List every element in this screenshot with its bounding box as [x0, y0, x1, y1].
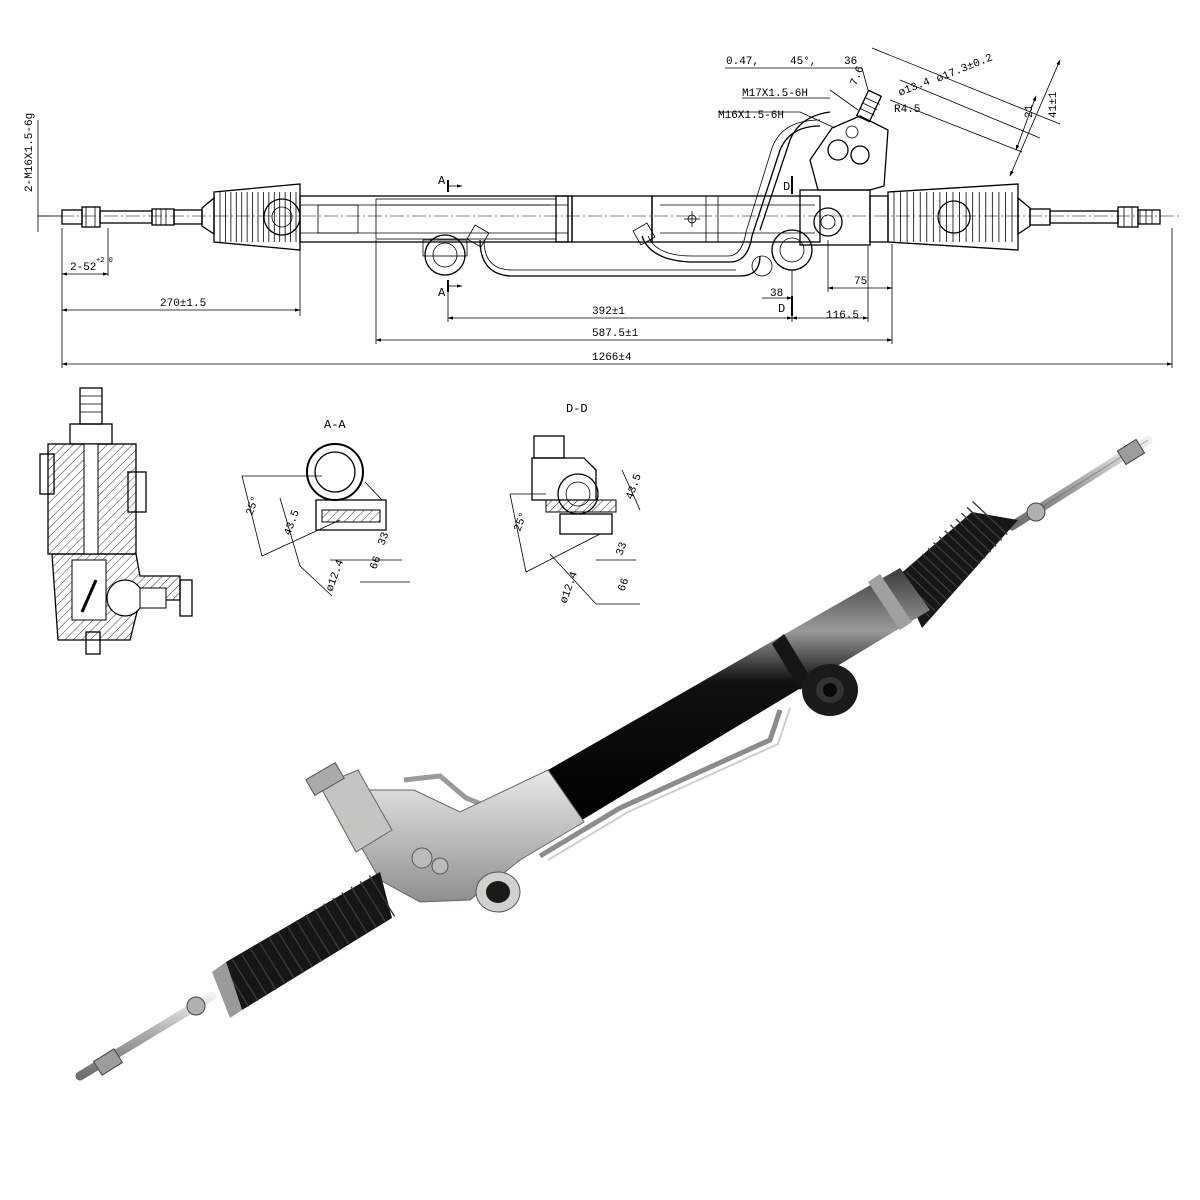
section-aa-width-66: 66: [368, 555, 384, 572]
section-marks: A A D D: [438, 174, 793, 316]
dim-diameter-13: ø13.4: [897, 76, 932, 100]
dim-length-270: 270±1.5: [160, 298, 206, 310]
dim-length-392: 392±1: [592, 306, 625, 318]
boot-rib: [332, 897, 359, 940]
boot-rib: [921, 553, 958, 588]
section-aa-diameter: ø12.4: [324, 558, 347, 593]
boot-rib: [972, 500, 1008, 536]
rack-housing: [299, 189, 889, 246]
boot-rib: [295, 920, 323, 962]
section-mark-a-top: A: [438, 174, 446, 188]
mount-bushing-right: [751, 229, 813, 277]
boot-rib: [241, 953, 268, 996]
section-mark-d-bottom: D: [778, 302, 785, 316]
section-dd-view: D-D 25° 43.5 33 66 ø12.4: [509, 402, 645, 605]
section-mark-d-top: D: [783, 180, 790, 194]
section-mark-a-bottom: A: [438, 286, 446, 300]
boot-rib: [955, 518, 992, 553]
boot-rib: [927, 547, 964, 582]
dim-height-41: 41±1: [1048, 91, 1060, 118]
dim-chamfer: 0.47,: [726, 56, 759, 68]
section-dd-width-66: 66: [616, 577, 632, 594]
boot-rib: [268, 937, 295, 979]
dim-width-36: 36: [844, 56, 857, 68]
boot-rib: [960, 512, 997, 547]
dim-length-1266: 1266±4: [592, 352, 632, 364]
boot-rib: [368, 875, 396, 917]
section-dd-title: D-D: [566, 402, 588, 416]
dim-length-116: 116.5: [826, 310, 859, 322]
dim-length-38: 38: [770, 288, 783, 300]
boot-rib: [231, 959, 259, 1002]
boot-rib: [304, 914, 332, 957]
boot-rib: [944, 530, 981, 565]
boot-rib: [938, 536, 975, 571]
boot-rib: [949, 524, 986, 559]
boot-rib: [905, 571, 942, 606]
hydraulic-lines: [466, 111, 831, 277]
section-aa-title: A-A: [324, 418, 346, 432]
dim-hole-52-tolerance: +2 0: [96, 257, 113, 265]
left-tie-rod: [61, 206, 203, 228]
section-aa-height: 43.5: [282, 508, 302, 537]
dim-length-75: 75: [854, 276, 867, 288]
dim-radius: R4.5: [894, 104, 920, 116]
boot-rib: [323, 903, 350, 945]
boot-rib: [259, 942, 286, 985]
section-aa-view: A-A 25° 43.5 33 66 ø12.4: [241, 418, 410, 597]
boot-rib: [933, 541, 969, 577]
right-boot: [887, 183, 1031, 251]
section-dd-diameter: ø12.4: [558, 570, 581, 605]
pinion-cross-section: [39, 387, 193, 655]
dim-hole-52: 2-52: [70, 262, 96, 274]
section-dd-width-33: 33: [614, 541, 630, 558]
steering-rack-photo: [75, 435, 1153, 1081]
dim-height-21: 21: [1024, 104, 1036, 118]
section-aa-width-33: 33: [376, 531, 392, 548]
boot-rib: [916, 559, 953, 594]
boot-rib: [314, 908, 341, 951]
dim-length-587: 587.5±1: [592, 328, 639, 340]
mount-bushing-left: [422, 234, 468, 276]
boot-rib: [286, 925, 314, 968]
dimension-lines: [37, 47, 1173, 368]
boot-rib: [341, 892, 368, 934]
boot-rib: [910, 565, 947, 600]
boot-rib: [250, 948, 277, 990]
top-view-drawing: A A D D: [24, 47, 1180, 368]
thread-m17-label: M17X1.5-6H: [742, 88, 808, 100]
boot-rib: [359, 880, 387, 923]
boot-rib: [966, 506, 1003, 541]
dim-angle-45: 45°,: [790, 56, 816, 68]
thread-m16-label: M16X1.5-6H: [718, 110, 784, 122]
dim-diameter-17: ø17.3±0.2: [935, 52, 995, 85]
pinion-valve: [809, 89, 889, 191]
section-dd-height: 43.5: [624, 472, 644, 501]
right-tie-rod: [1029, 206, 1161, 228]
boot-rib: [277, 931, 304, 974]
section-dd-angle: 25°: [512, 511, 530, 534]
left-boot: [201, 183, 301, 251]
boot-rib: [350, 886, 377, 929]
thread-tie-rod-label: 2-M16X1.5-6g: [24, 113, 36, 192]
